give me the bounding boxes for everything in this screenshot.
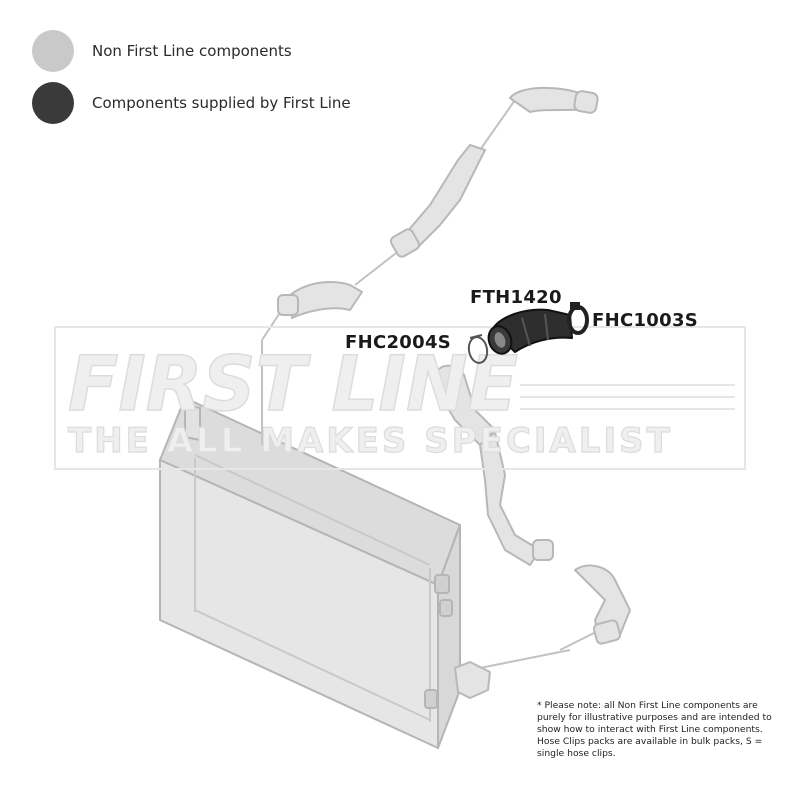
part-label-fth1420: FTH1420 bbox=[470, 287, 562, 308]
intercooler bbox=[158, 396, 462, 750]
lower-pipe-assembly bbox=[437, 364, 631, 699]
legend-label-non-first-line: Non First Line components bbox=[92, 42, 292, 60]
disclaimer-note: * Please note: all Non First Line compon… bbox=[537, 700, 772, 759]
watermark-brand: FIRST LINE bbox=[68, 339, 518, 428]
leader-lines bbox=[261, 99, 601, 671]
hose-clip-fhc1003s bbox=[567, 302, 589, 335]
legend-swatch-non-first-line bbox=[32, 30, 74, 72]
upper-pipe-assembly bbox=[277, 86, 599, 319]
hose-clip-fhc2004s bbox=[467, 334, 489, 364]
legend-swatch-first-line bbox=[32, 82, 74, 124]
watermark-tagline: THE ALL MAKES SPECIALIST bbox=[68, 421, 673, 461]
legend-label-first-line: Components supplied by First Line bbox=[92, 94, 351, 112]
part-label-fhc2004s: FHC2004S bbox=[345, 332, 452, 353]
part-label-fhc1003s: FHC1003S bbox=[592, 310, 699, 331]
hose-fth1420 bbox=[487, 308, 573, 355]
watermark: FIRST LINE THE ALL MAKES SPECIALIST bbox=[54, 326, 746, 470]
